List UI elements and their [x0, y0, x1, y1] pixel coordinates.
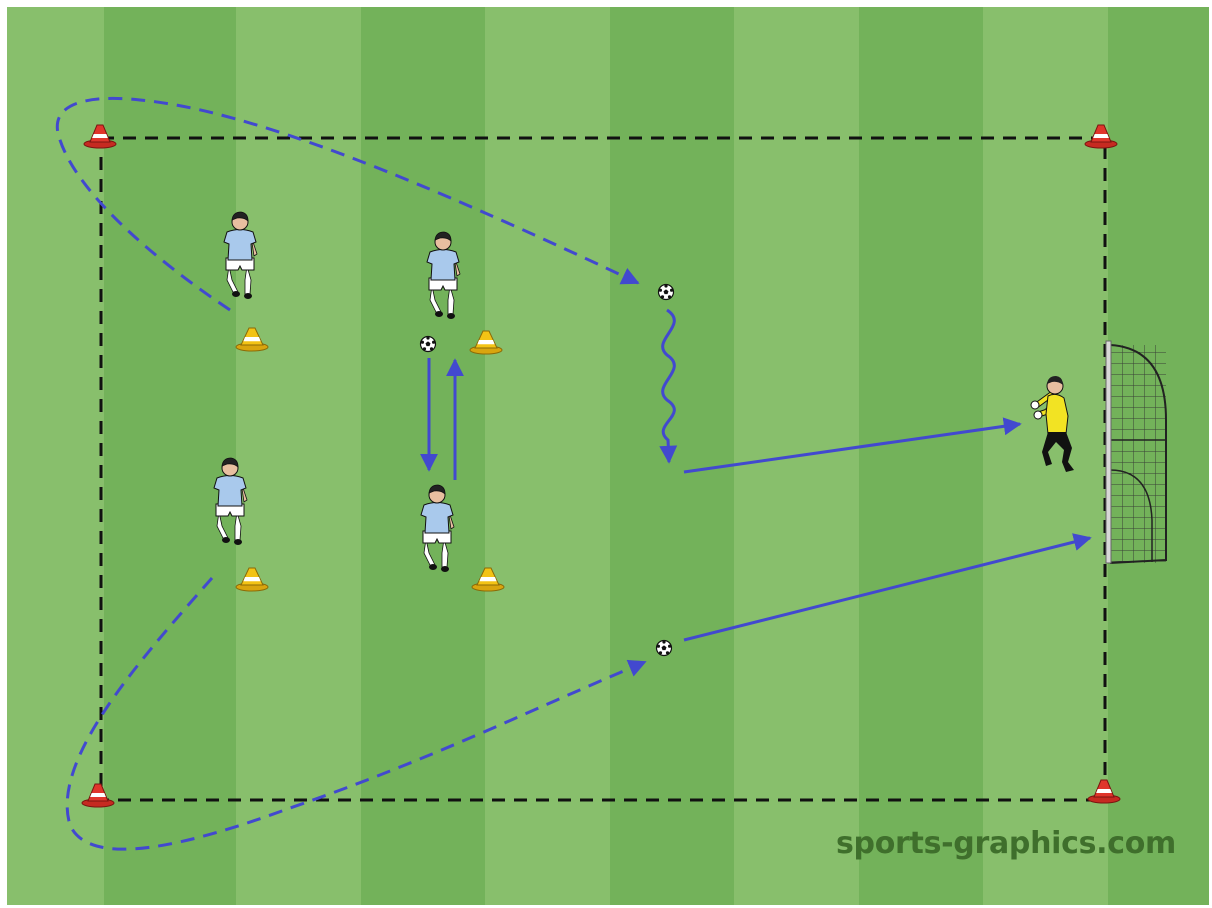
ball-icon — [655, 639, 673, 657]
watermark: sports-graphics.com — [836, 826, 1177, 861]
dribble-path — [659, 308, 678, 464]
grass-stripes — [7, 7, 1209, 905]
run-path-top — [56, 96, 640, 312]
run-path-bottom — [65, 577, 647, 851]
shot-arrow-upper — [683, 417, 1022, 474]
goal-net-icon — [1105, 340, 1167, 564]
movement-paths — [56, 96, 1092, 851]
ball-icon — [657, 283, 675, 301]
shot-arrow-lower — [683, 533, 1092, 642]
field-boundary — [99, 136, 1107, 802]
ball-icon — [419, 335, 437, 353]
